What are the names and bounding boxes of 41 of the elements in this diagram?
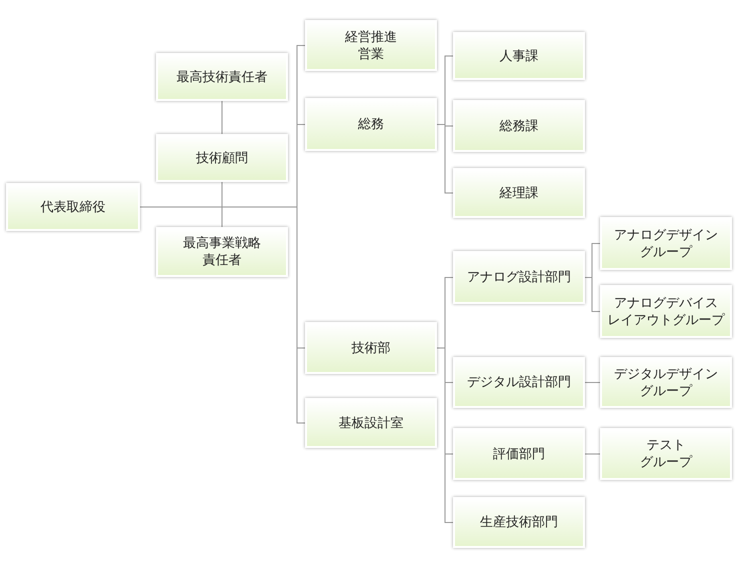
- box-label: 総務: [358, 116, 384, 133]
- box-label: 最高事業戦略責任者: [183, 235, 261, 269]
- org-box: [305, 20, 437, 71]
- org-box: [453, 100, 585, 152]
- box-label: 基板設計室: [338, 414, 404, 432]
- org-box: [453, 357, 585, 408]
- org-box: [305, 322, 437, 374]
- box-label: 経理課: [500, 184, 538, 202]
- org-box: [600, 357, 732, 408]
- box-label: アナログ設計部門: [467, 269, 571, 286]
- box-label: 総務課: [500, 118, 538, 134]
- box-label: 技術顧問: [196, 150, 248, 166]
- box-label: 人事課: [500, 48, 538, 64]
- org-box: [600, 217, 732, 270]
- org-box: [453, 428, 585, 480]
- box-label: デジタルデザイングループ: [614, 366, 718, 400]
- org-box: [453, 168, 585, 218]
- connector-line: [436, 348, 454, 523]
- box-label: 経営推進営業: [345, 28, 397, 62]
- box-label: 評価部門: [493, 446, 545, 462]
- org-box: [600, 285, 732, 338]
- box-label: 代表取締役: [40, 198, 106, 216]
- org-box: [6, 183, 140, 231]
- box-label: 最高技術責任者: [176, 68, 268, 86]
- box-label: 生産技術部門: [480, 514, 558, 531]
- org-box: [305, 98, 437, 151]
- connector-line: [584, 382, 600, 383]
- org-box: [305, 398, 437, 448]
- org-box: [453, 32, 585, 80]
- org-box: [156, 53, 288, 101]
- box-label: アナログデバイスレイアウトグループ: [608, 294, 724, 328]
- box-label: 技術部: [352, 340, 390, 356]
- box-label: テストグループ: [640, 437, 692, 471]
- org-box: [453, 251, 585, 304]
- org-box: [156, 134, 288, 182]
- org-box: [453, 497, 585, 548]
- box-label: アナログデザイングループ: [614, 226, 718, 260]
- box-label: デジタル設計部門: [467, 374, 571, 391]
- org-box: [600, 428, 732, 480]
- org-box: [156, 227, 288, 277]
- connector-line: [436, 124, 454, 194]
